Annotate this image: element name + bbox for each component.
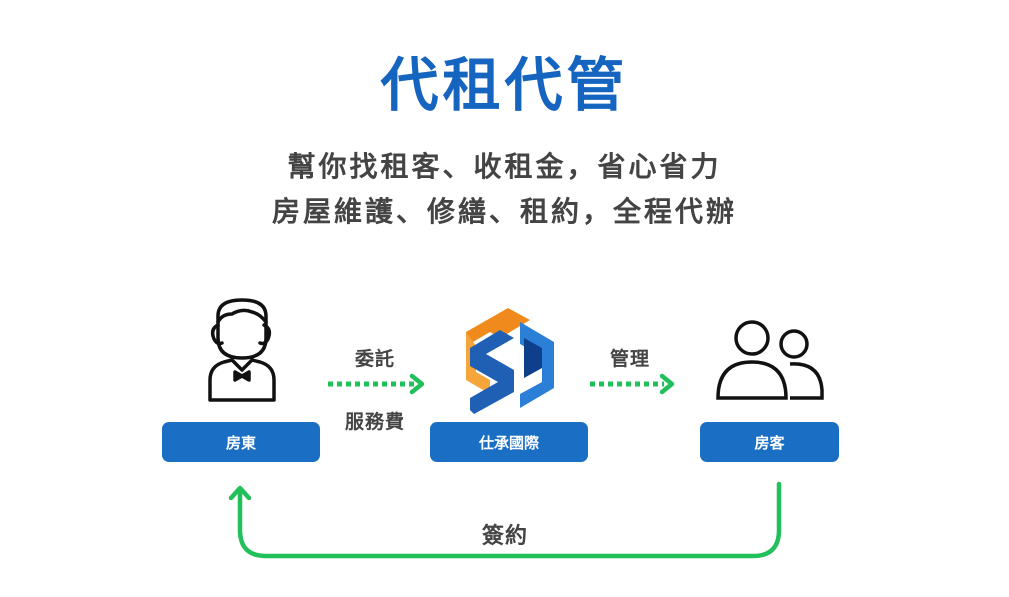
edge-label-entrust: 委託 [354,348,395,370]
subtitle-line-2: 房屋維護、修繕、租約，全程代辦 [271,195,737,228]
edge-label-service-fee: 服務費 [344,411,405,433]
node-company: 仕承國際 [430,422,588,462]
landlord-icon [208,298,276,402]
contract-arrow [228,481,782,559]
edge-label-manage: 管理 [609,348,650,370]
entrust-arrow [328,373,425,395]
subtitle-line-1: 幫你找租客、收租金，省心省力 [287,150,722,183]
node-owner: 房東 [162,422,320,462]
manage-arrow [590,373,675,395]
tenants-icon [716,320,824,400]
node-tenant: 房客 [700,422,839,462]
edge-label-contract: 簽約 [481,524,528,549]
page-title: 代租代管 [380,51,629,119]
company-logo-icon [466,308,554,414]
